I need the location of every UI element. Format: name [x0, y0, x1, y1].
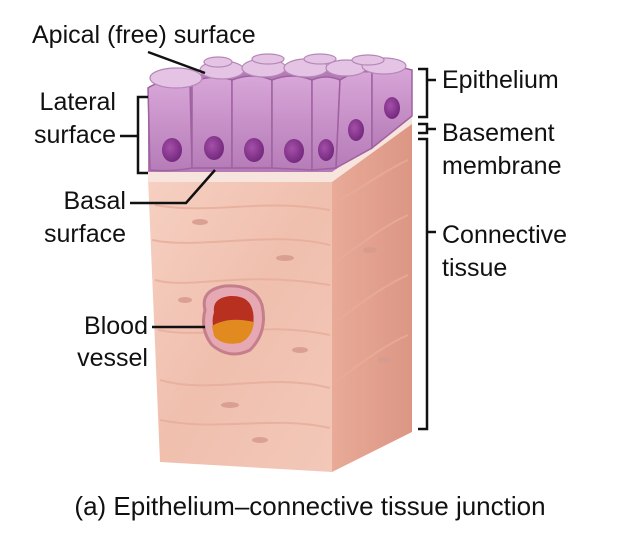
- leader-lines: [120, 50, 436, 431]
- epithelium-cells: [147, 53, 413, 172]
- label-lateral-line2: surface: [34, 121, 116, 149]
- label-connective-line2: tissue: [442, 254, 508, 282]
- label-blood-line2: vessel: [77, 344, 148, 372]
- label-basal-line2: surface: [44, 220, 126, 248]
- label-basement-line1: Basement: [442, 119, 555, 147]
- basement-membrane: [148, 116, 412, 182]
- label-connective-line1: Connective: [442, 221, 568, 249]
- label-lateral-line1: Lateral: [39, 88, 116, 116]
- epithelium-bracket: [418, 67, 429, 119]
- blood-vessel: [202, 284, 265, 356]
- label-epithelium: Epithelium: [442, 66, 559, 94]
- basement-bracket: [418, 122, 429, 135]
- label-apical-surface: Apical (free) surface: [32, 21, 256, 49]
- basal-leader: [130, 169, 216, 205]
- lateral-bracket: [136, 95, 148, 175]
- figure-caption: (a) Epithelium–connective tissue junctio…: [74, 491, 546, 521]
- connective-bracket: [418, 137, 429, 431]
- label-basement-line2: membrane: [442, 152, 562, 180]
- label-basal-line1: Basal: [63, 187, 126, 215]
- apical-leader: [147, 50, 206, 75]
- label-blood-line1: Blood: [84, 312, 148, 340]
